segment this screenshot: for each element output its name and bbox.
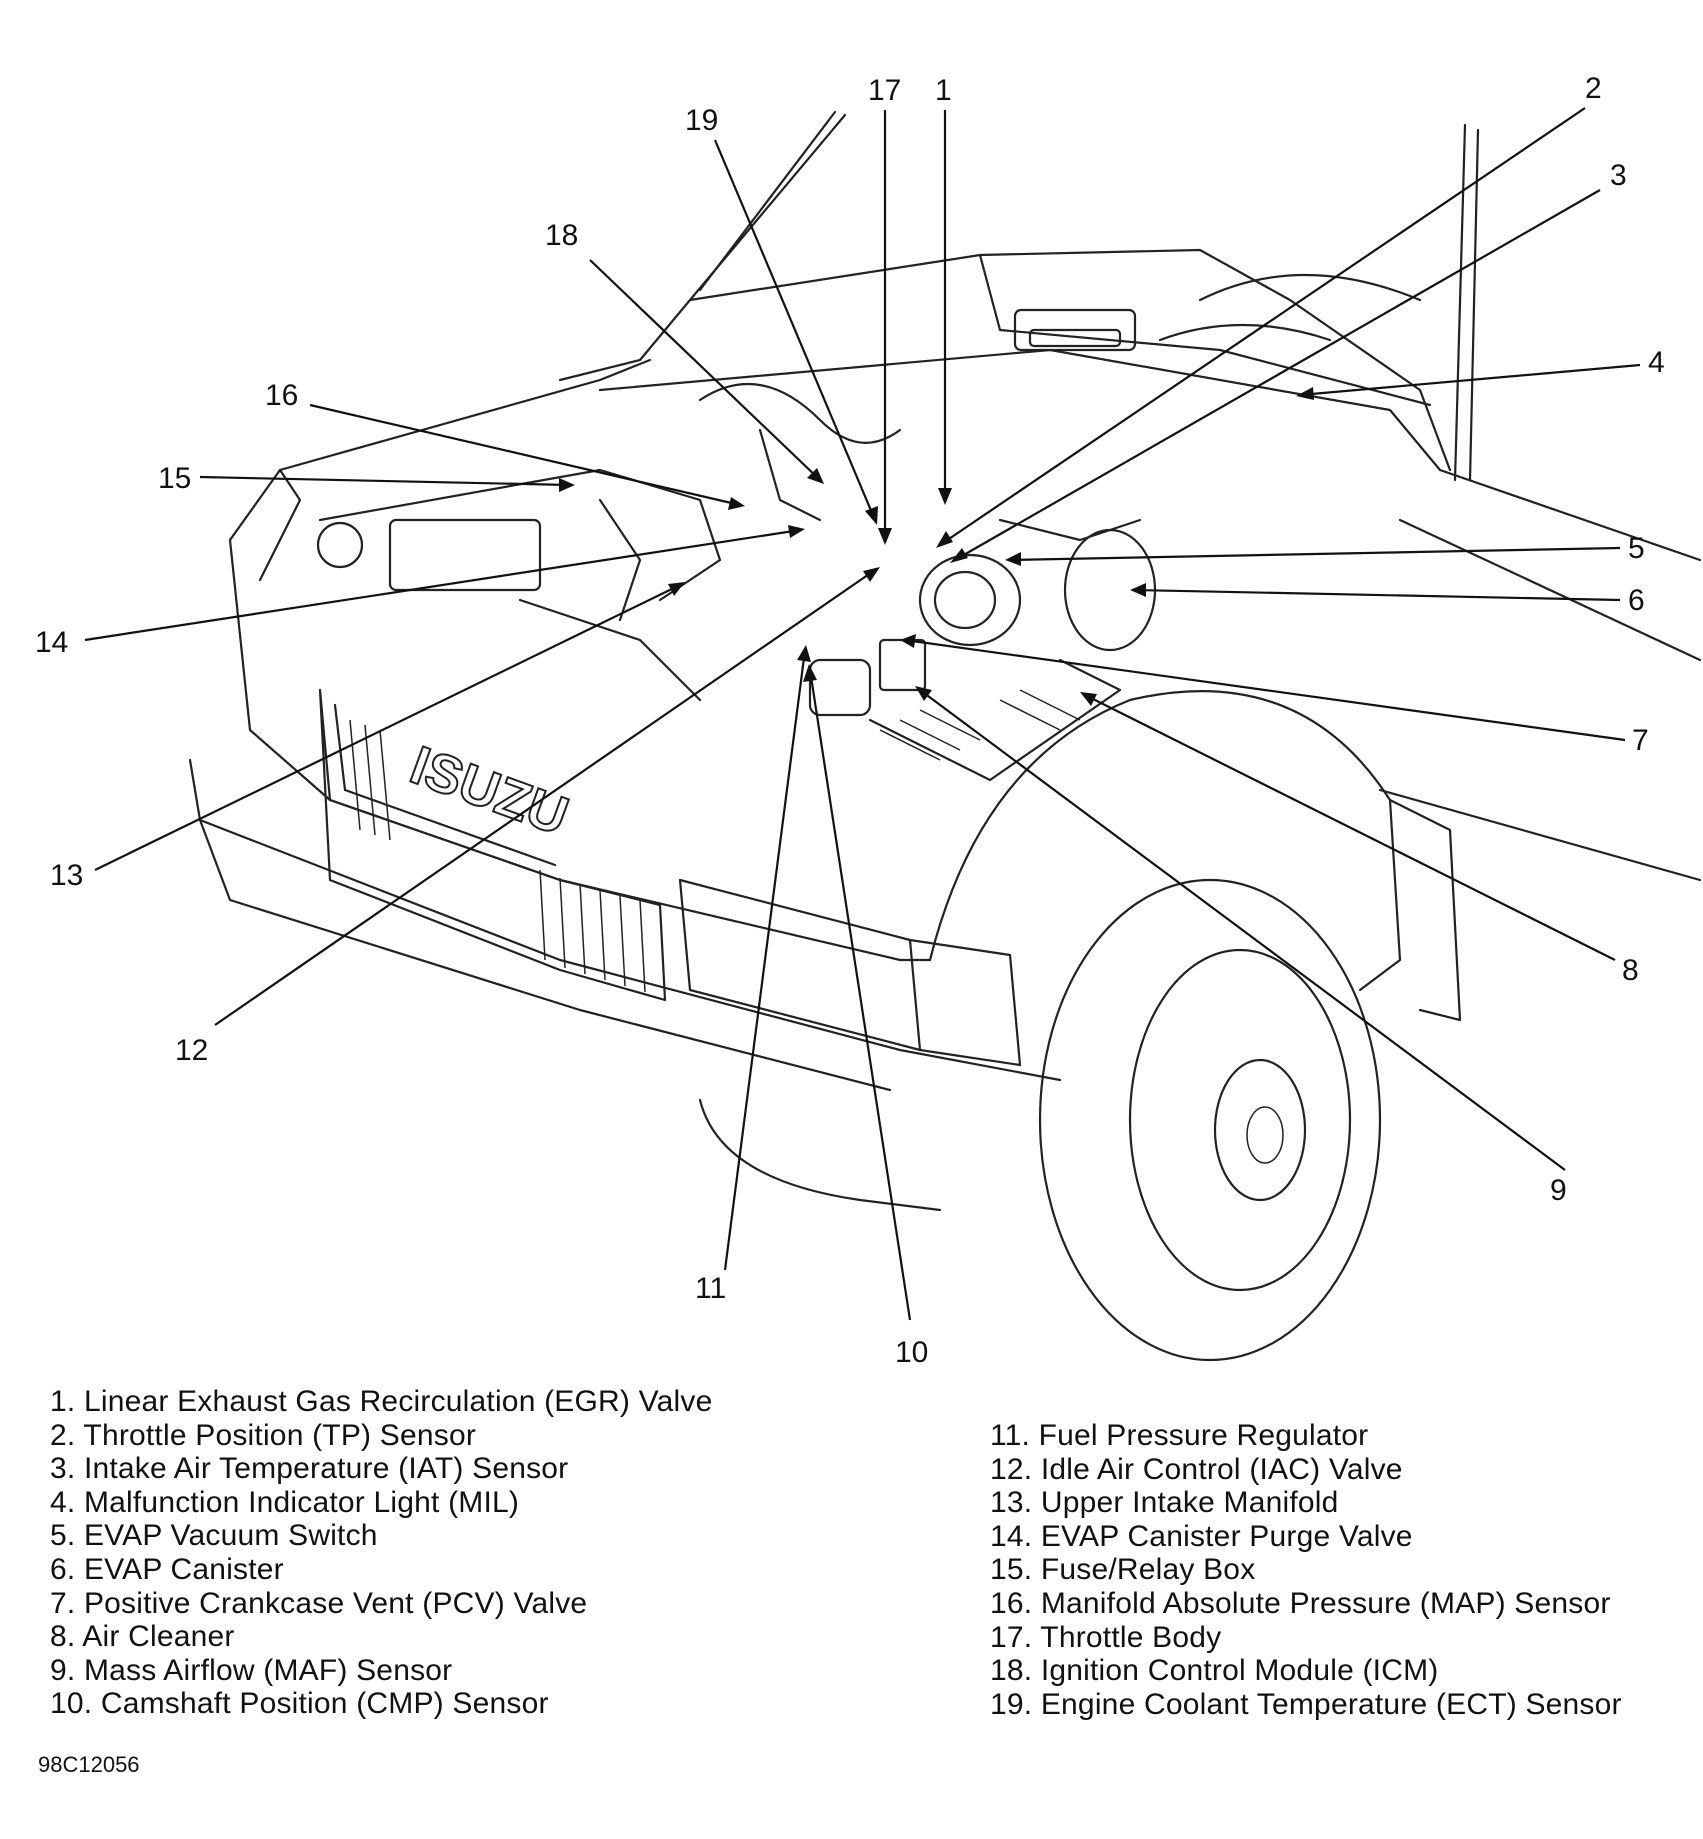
leader-8: [1084, 694, 1616, 961]
arrowhead-6: [1130, 583, 1146, 597]
arrowhead-8: [1080, 692, 1097, 706]
legend-item-3: 3. Intake Air Temperature (IAT) Sensor: [50, 1452, 569, 1486]
legend-item-19: 19. Engine Coolant Temperature (ECT) Sen…: [990, 1687, 1622, 1721]
legend-item-7: 7. Positive Crankcase Vent (PCV) Valve: [50, 1586, 588, 1620]
legend-right-column: 11. Fuel Pressure Regulator 12. Idle Air…: [990, 1419, 1622, 1721]
legend-item-8: 8. Air Cleaner: [50, 1620, 235, 1654]
engine-component-locator-diagram: ISUZU: [35, 72, 1702, 1369]
legend-item-1: 1. Linear Exhaust Gas Recirculation (EGR…: [50, 1385, 713, 1418]
leader-6: [1134, 588, 1621, 602]
legend-item-4: 4. Malfunction Indicator Light (MIL): [50, 1485, 520, 1519]
callout-1: 1: [935, 74, 952, 107]
callout-7: 7: [1632, 724, 1649, 757]
legend-item-6: 6. EVAP Canister: [50, 1552, 284, 1586]
arrowhead-18: [807, 468, 824, 484]
callout-13: 13: [50, 859, 83, 892]
leader-14: [84, 528, 801, 642]
callout-18: 18: [545, 219, 578, 252]
arrowhead-19: [865, 506, 878, 525]
arrowhead-5: [1005, 552, 1021, 566]
arrowhead-4: [1296, 387, 1314, 400]
leader-9: [919, 689, 1566, 1171]
legend-item-5: 5. EVAP Vacuum Switch: [50, 1519, 378, 1553]
callout-17: 17: [868, 74, 901, 107]
leader-arrowheads: [559, 387, 1314, 706]
callout-numbers: 1 2 3 4 5 6 7 8 9 10 11 12 13 14 15 16 1…: [35, 72, 1665, 1369]
legend-item-10: 10. Camshaft Position (CMP) Sensor: [50, 1687, 549, 1721]
legend-item-18: 18. Ignition Control Module (ICM): [990, 1654, 1439, 1688]
figure-code: 98C12056: [38, 1752, 140, 1777]
callout-12: 12: [175, 1034, 208, 1067]
callout-10: 10: [895, 1336, 928, 1369]
arrowhead-1: [938, 488, 952, 505]
leader-16: [309, 403, 741, 507]
legend-item-9: 9. Mass Airflow (MAF) Sensor: [50, 1653, 453, 1687]
callout-8: 8: [1622, 954, 1639, 987]
legend-item-16: 16. Manifold Absolute Pressure (MAP) Sen…: [990, 1586, 1611, 1620]
leader-15: [199, 475, 571, 487]
arrowhead-9: [915, 686, 932, 701]
callout-11: 11: [695, 1272, 726, 1305]
arrowhead-12: [863, 567, 880, 582]
grille-logo-text: ISUZU: [403, 735, 576, 847]
legend-item-17: 17. Throttle Body: [990, 1620, 1222, 1654]
callout-9: 9: [1550, 1174, 1567, 1207]
callout-6: 6: [1628, 584, 1645, 617]
leader-13: [94, 584, 681, 871]
leader-3: [954, 189, 1601, 561]
isuzu-grille-logo: ISUZU: [402, 734, 577, 848]
callout-19: 19: [685, 104, 718, 137]
legend-item-11: 11. Fuel Pressure Regulator: [990, 1419, 1369, 1452]
callout-16: 16: [265, 379, 298, 412]
arrowhead-3: [950, 548, 968, 563]
leader-7: [904, 638, 1626, 742]
legend-item-14: 14. EVAP Canister Purge Valve: [990, 1519, 1413, 1553]
arrowhead-17: [878, 528, 892, 545]
leader-10: [808, 669, 912, 1321]
arrowhead-7: [900, 634, 916, 648]
leader-2: [939, 107, 1586, 546]
legend-left-column: 1. Linear Exhaust Gas Recirculation (EGR…: [50, 1385, 712, 1721]
arrowhead-11: [797, 645, 811, 662]
arrowhead-13: [668, 582, 685, 596]
legend-item-15: 15. Fuse/Relay Box: [990, 1553, 1256, 1587]
callout-2: 2: [1585, 72, 1602, 105]
leader-lines: [84, 107, 1641, 1321]
callout-3: 3: [1610, 159, 1627, 192]
legend-item-13: 13. Upper Intake Manifold: [990, 1486, 1339, 1520]
legend-item-12: 12. Idle Air Control (IAC) Valve: [990, 1452, 1403, 1486]
arrowhead-14: [788, 525, 805, 538]
callout-5: 5: [1628, 532, 1645, 565]
leader-5: [1009, 546, 1621, 562]
arrowhead-16: [728, 497, 745, 510]
callout-15: 15: [158, 462, 191, 495]
arrowhead-2: [936, 531, 953, 548]
legend-item-2: 2. Throttle Position (TP) Sensor: [50, 1418, 477, 1452]
callout-4: 4: [1648, 346, 1665, 379]
leader-18: [589, 259, 821, 481]
vehicle-illustration: ISUZU: [188, 110, 1702, 1362]
arrowhead-10: [803, 664, 817, 682]
arrowhead-15: [559, 478, 575, 492]
leader-4: [1299, 363, 1641, 397]
leader-19: [713, 139, 877, 521]
leader-12: [214, 569, 876, 1026]
callout-14: 14: [35, 626, 68, 659]
leader-11: [723, 649, 807, 1271]
